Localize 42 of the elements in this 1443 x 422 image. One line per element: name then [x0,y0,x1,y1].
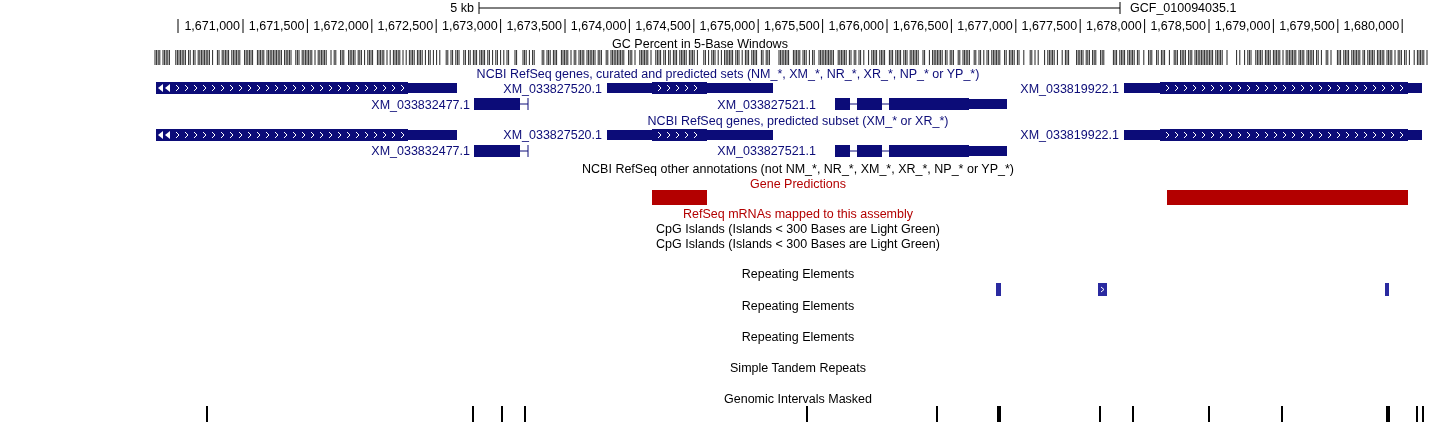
track-title: NCBI RefSeq other annotations (not NM_*, NR_*, XM_*, XR_*, NP_* or YP_*) [582,162,1014,176]
coordinate-label: 1,675,500 [764,19,820,33]
coordinate-label: 1,672,500 [377,19,434,33]
gene-label: XM_033819922.1 [1020,82,1119,96]
track-title: Repeating Elements [741,330,855,344]
coordinate-label: 1,677,500 [1021,19,1078,33]
coordinate-label: 1,677,000 [957,19,1013,33]
coordinate-label: 1,676,500 [892,19,949,33]
coordinate-label: 1,679,500 [1279,19,1335,33]
gene-label: XM_033827520.1 [503,128,602,142]
track-title: Simple Tandem Repeats [730,361,866,375]
coordinate-label: 1,673,500 [506,19,562,33]
coordinate-label: 1,678,500 [1150,19,1206,33]
coordinate-label: 1,671,000 [184,19,240,33]
track-title: Repeating Elements [741,267,855,281]
track-title: NCBI RefSeq genes, curated and predicted sets (NM_*, XM_*, NR_*, XR_*, NP_* or YP_*) [476,67,980,81]
coordinate-label: 1,672,000 [313,19,369,33]
track-title: Genomic Intervals Masked [724,392,872,406]
coordinate-label: 1,679,000 [1214,19,1271,33]
scale-label: 5 kb [450,1,474,15]
track-title: GC Percent in 5-Base Windows [612,37,788,51]
track-title: CpG Islands (Islands < 300 Bases are Light Green) [656,237,940,251]
track-title: RefSeq mRNAs mapped to this assembly [683,207,913,221]
coordinate-label: 1,680,000 [1343,19,1400,33]
coordinate-label: 1,676,000 [828,19,884,33]
track-title: Repeating Elements [741,299,855,313]
coordinate-label: 1,674,500 [635,19,691,33]
gene-label: XM_033827521.1 [717,144,816,158]
gene-label: XM_033832477.1 [371,144,470,158]
coordinate-label: 1,675,000 [699,19,756,33]
coordinate-label: 1,671,500 [248,19,305,33]
gene-label: XM_033832477.1 [371,98,470,112]
coordinate-label: 1,673,000 [442,19,498,33]
track-title: CpG Islands (Islands < 300 Bases are Light Green) [656,222,940,236]
assembly-label: GCF_010094035.1 [1130,1,1237,15]
gene-label: XM_033819922.1 [1020,128,1119,142]
track-title: Gene Predictions [750,177,846,191]
coordinate-label: 1,674,000 [570,19,627,33]
coordinate-label: 1,678,000 [1086,19,1142,33]
track-title: NCBI RefSeq genes, predicted subset (XM_* or XR_*) [647,114,949,128]
gene-label: XM_033827521.1 [717,98,816,112]
gene-label: XM_033827520.1 [503,82,602,96]
